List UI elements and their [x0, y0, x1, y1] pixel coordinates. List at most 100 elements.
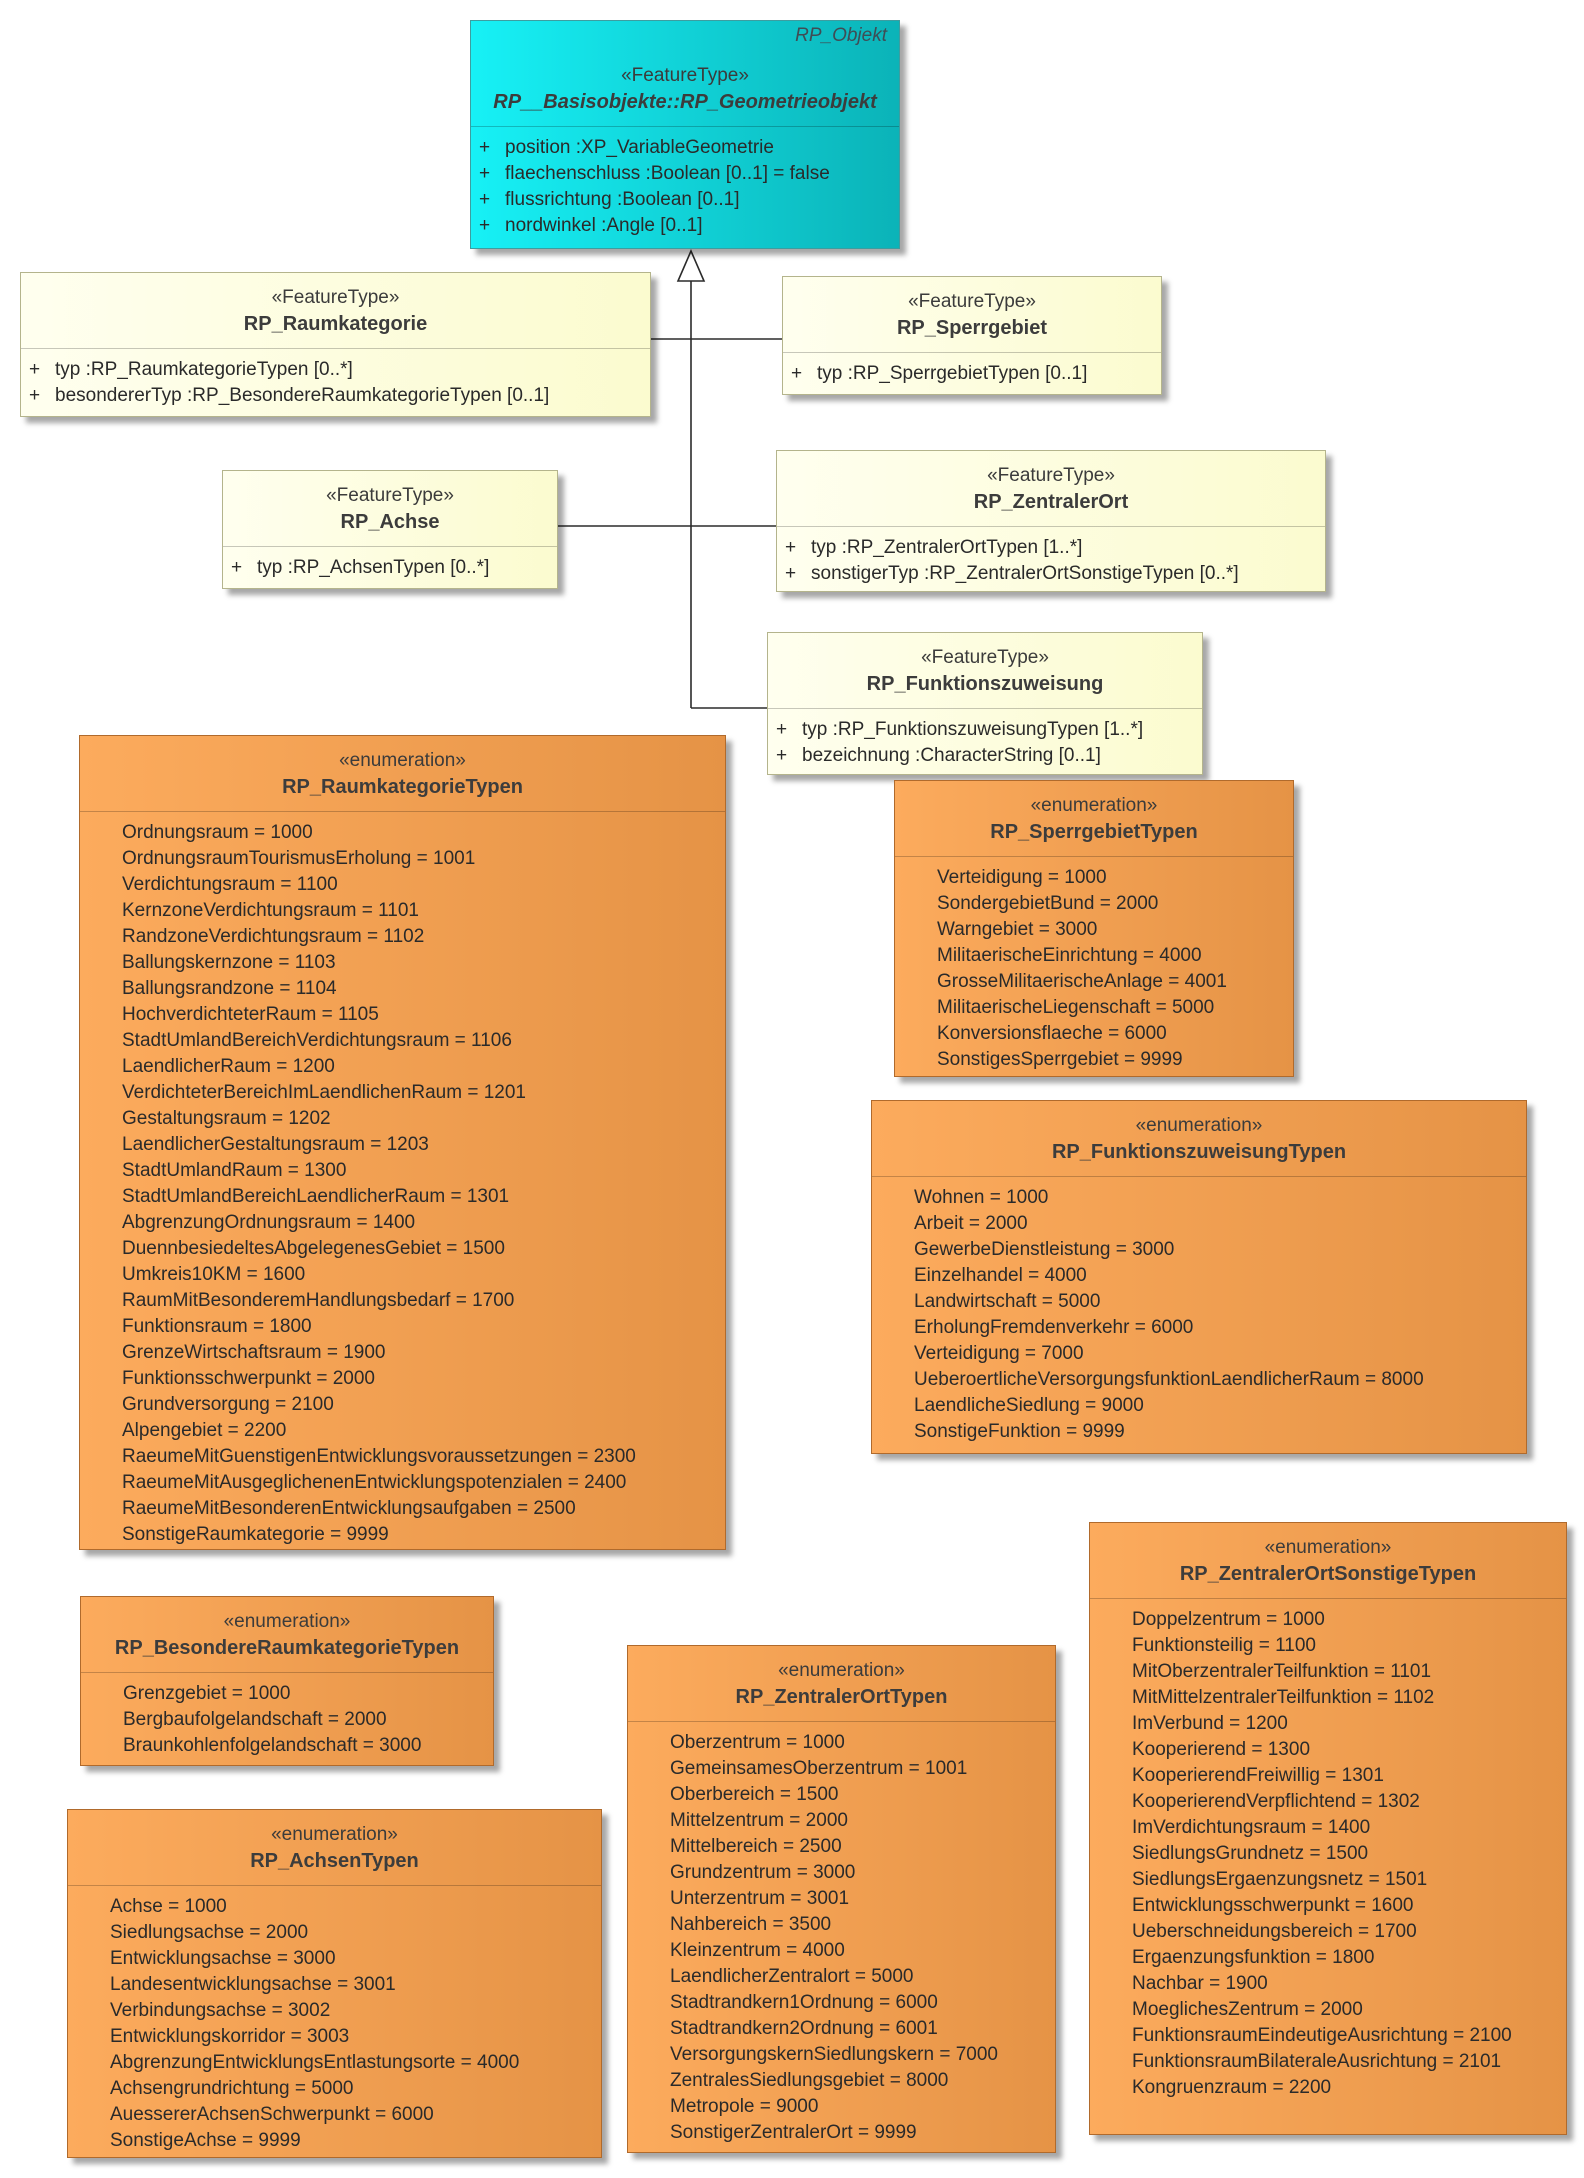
enum-literal: Umkreis10KM = 1600 [122, 1264, 306, 1285]
stereotype-label: «enumeration» [339, 750, 466, 771]
enum-literal: UeberoertlicheVersorgungsfunktionLaendli… [914, 1369, 1424, 1390]
visibility-marker: + [479, 137, 491, 158]
class-geometrieobjekt[interactable]: RP_Objekt «FeatureType» RP__Basisobjekte… [470, 20, 900, 249]
enum-literal: Ordnungsraum = 1000 [122, 822, 313, 843]
enum-literal: RaumMitBesonderemHandlungsbedarf = 1700 [122, 1290, 515, 1311]
enum-besondereraumkategorietypen[interactable]: «enumeration» RP_BesondereRaumkategorieT… [80, 1596, 494, 1766]
visibility-marker: + [785, 537, 797, 558]
enum-literal: Siedlungsachse = 2000 [110, 1922, 309, 1943]
class-name: RP_Sperrgebiet [896, 317, 1048, 339]
enum-literal: MoeglichesZentrum = 2000 [1132, 1999, 1363, 2020]
enum-header: «enumeration» RP_RaumkategorieTypen [80, 736, 725, 812]
enum-literal: Verbindungsachse = 3002 [110, 2000, 331, 2021]
enum-literal: ErholungFremdenverkehr = 6000 [914, 1317, 1194, 1338]
enum-literal: SonstigerZentralerOrt = 9999 [670, 2122, 917, 2143]
stereotype-label: «enumeration» [223, 1611, 351, 1632]
enum-literal: Stadtrandkern2Ordnung = 6001 [670, 2018, 938, 2039]
enum-literal: Grenzgebiet = 1000 [123, 1683, 291, 1704]
enum-literal: Funktionsraum = 1800 [122, 1316, 312, 1337]
enum-funktionszuweisungtypen[interactable]: «enumeration» RP_FunktionszuweisungTypen… [871, 1100, 1527, 1454]
enum-zentralerorttypen[interactable]: «enumeration» RP_ZentralerOrtTypen Oberz… [627, 1645, 1056, 2153]
enum-literal: KooperierendFreiwillig = 1301 [1132, 1765, 1384, 1786]
enum-literal: SonstigeFunktion = 9999 [914, 1421, 1125, 1442]
attribute-text: flussrichtung :Boolean [0..1] [505, 189, 740, 210]
class-achse[interactable]: «FeatureType» RP_Achse +typ :RP_AchsenTy… [222, 470, 558, 589]
enum-literal: Ergaenzungsfunktion = 1800 [1132, 1947, 1375, 1968]
enum-literal: Arbeit = 2000 [914, 1213, 1028, 1234]
attribute-text: nordwinkel :Angle [0..1] [505, 215, 703, 236]
enum-literal: Funktionsschwerpunkt = 2000 [122, 1368, 375, 1389]
attribute-text: flaechenschluss :Boolean [0..1] = false [505, 163, 830, 184]
enum-literal: Bergbaufolgelandschaft = 2000 [123, 1709, 387, 1730]
enum-literal: SiedlungsGrundnetz = 1500 [1132, 1843, 1369, 1864]
enum-literal: OrdnungsraumTourismusErholung = 1001 [122, 848, 476, 869]
enum-header: «enumeration» RP_SperrgebietTypen [895, 781, 1293, 857]
enum-literal: AbgrenzungEntwicklungsEntlastungsorte = … [110, 2052, 520, 2073]
class-sperrgebiet[interactable]: «FeatureType» RP_Sperrgebiet +typ :RP_Sp… [782, 276, 1162, 395]
enum-literal: MilitaerischeEinrichtung = 4000 [937, 945, 1202, 966]
enum-zentralerortsonstigetypen[interactable]: «enumeration» RP_ZentralerOrtSonstigeTyp… [1089, 1522, 1567, 2135]
enum-literal: Grundversorgung = 2100 [122, 1394, 334, 1415]
enum-name: RP_FunktionszuweisungTypen [1051, 1141, 1347, 1163]
enum-sperrgebiettypen[interactable]: «enumeration» RP_SperrgebietTypen Vertei… [894, 780, 1294, 1077]
enum-literal: KernzoneVerdichtungsraum = 1101 [122, 900, 419, 921]
enum-name: RP_AchsenTypen [250, 1850, 419, 1872]
enum-literal: VerdichteterBereichImLaendlichenRaum = 1… [122, 1082, 527, 1103]
stereotype-label: «enumeration» [1030, 795, 1158, 816]
enum-literal: Kooperierend = 1300 [1132, 1739, 1311, 1760]
enum-literal: DuennbesiedeltesAbgelegenesGebiet = 1500 [122, 1238, 505, 1259]
enum-header: «enumeration» RP_AchsenTypen [68, 1810, 601, 1886]
enum-literal: SondergebietBund = 2000 [937, 893, 1159, 914]
class-zentralerort[interactable]: «FeatureType» RP_ZentralerOrt +typ :RP_Z… [776, 450, 1326, 592]
attribute-row: +typ :RP_FunktionszuweisungTypen [1..*] [768, 717, 1202, 743]
enum-literal: Entwicklungsschwerpunkt = 1600 [1132, 1895, 1414, 1916]
class-header: «FeatureType» RP_Funktionszuweisung [768, 633, 1202, 709]
enum-literal: Verteidigung = 7000 [914, 1343, 1084, 1364]
enum-literal: ImVerbund = 1200 [1132, 1713, 1288, 1734]
visibility-marker: + [479, 189, 491, 210]
attribute-row: +position :XP_VariableGeometrie [471, 135, 899, 161]
enum-literal: Verdichtungsraum = 1100 [122, 874, 338, 895]
enum-literal: Kongruenzraum = 2200 [1132, 2077, 1332, 2098]
enum-literal: Nachbar = 1900 [1132, 1973, 1268, 1994]
enum-literal: Mittelzentrum = 2000 [670, 1810, 848, 1831]
enum-literal: Ballungsrandzone = 1104 [122, 978, 337, 999]
generalization-arrowhead [676, 248, 706, 282]
enum-literal: Ueberschneidungsbereich = 1700 [1132, 1921, 1417, 1942]
enum-literal: Mittelbereich = 2500 [670, 1836, 842, 1857]
stereotype-label: «FeatureType» [921, 647, 1049, 668]
class-header: «FeatureType» RP_Sperrgebiet [783, 277, 1161, 353]
attribute-row: + flussrichtung :Boolean [0..1] [471, 187, 899, 213]
stereotype-label: «FeatureType» [987, 465, 1115, 486]
enum-raumkategorietypen[interactable]: «enumeration» RP_RaumkategorieTypen Ordn… [79, 735, 726, 1550]
visibility-marker: + [479, 163, 491, 184]
attribute-list: +typ :RP_ZentralerOrtTypen [1..*] +sonst… [777, 527, 1325, 595]
enum-header: «enumeration» RP_FunktionszuweisungTypen [872, 1101, 1526, 1177]
class-header: «FeatureType» RP_Achse [223, 471, 557, 547]
class-header: RP_Objekt «FeatureType» RP__Basisobjekte… [471, 21, 899, 127]
enum-literal: RaeumeMitGuenstigenEntwicklungsvorausset… [122, 1446, 636, 1467]
enum-achsentypen[interactable]: «enumeration» RP_AchsenTypen Achse = 100… [67, 1809, 602, 2158]
enum-literal: Ballungskernzone = 1103 [122, 952, 336, 973]
enum-literal: HochverdichteterRaum = 1105 [122, 1004, 379, 1025]
attribute-row: +sonstigerTyp :RP_ZentralerOrtSonstigeTy… [777, 561, 1325, 587]
enum-literal: ZentralesSiedlungsgebiet = 8000 [670, 2070, 949, 2091]
stereotype-label: «enumeration» [1264, 1537, 1392, 1558]
attribute-row: + flaechenschluss :Boolean [0..1] = false [471, 161, 899, 187]
attribute-row: +besondererTyp :RP_BesondereRaumkategori… [21, 383, 650, 409]
enum-literal: Grundzentrum = 3000 [670, 1862, 856, 1883]
visibility-marker: + [791, 363, 803, 384]
class-name: RP__Basisobjekte::RP_Geometrieobjekt [493, 91, 877, 113]
enum-header: «enumeration» RP_ZentralerOrtTypen [628, 1646, 1055, 1722]
enum-literal: StadtUmlandBereichVerdichtungsraum = 110… [122, 1030, 512, 1051]
class-name: RP_ZentralerOrt [973, 491, 1129, 513]
attribute-text: typ :RP_RaumkategorieTypen [0..*] [55, 359, 353, 380]
class-raumkategorie[interactable]: «FeatureType» RP_Raumkategorie +typ :RP_… [20, 272, 651, 417]
attribute-list: +typ :RP_SperrgebietTypen [0..1] [783, 353, 1161, 395]
class-funktionszuweisung[interactable]: «FeatureType» RP_Funktionszuweisung +typ… [767, 632, 1203, 775]
enum-literal: LaendlicherRaum = 1200 [122, 1056, 335, 1077]
attribute-row: +typ :RP_SperrgebietTypen [0..1] [783, 361, 1161, 387]
